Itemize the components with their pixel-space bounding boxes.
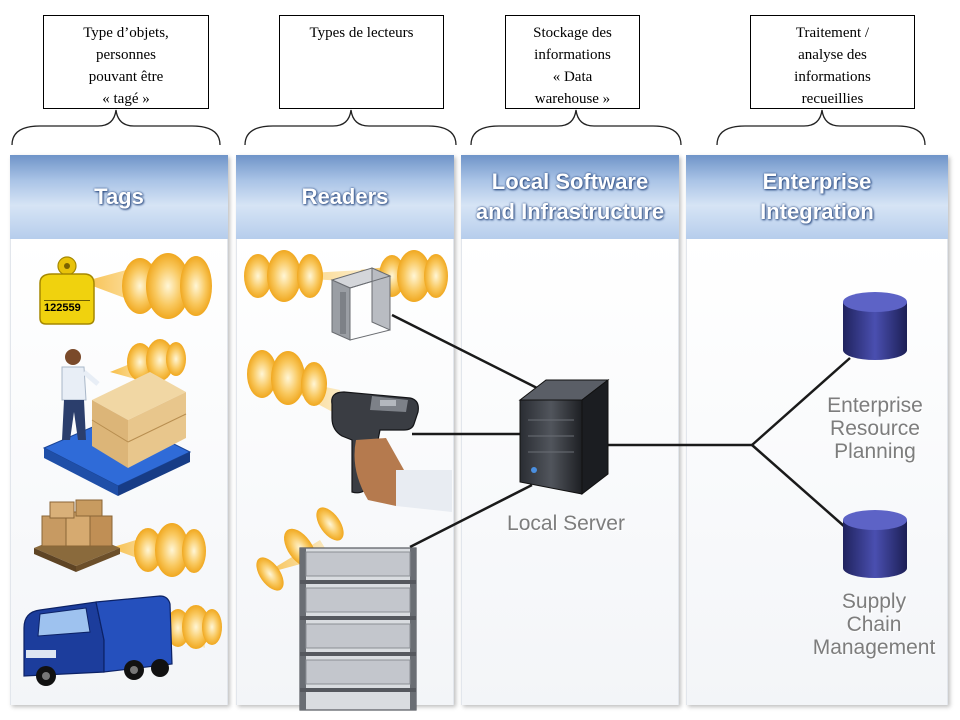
server-label: Local Server bbox=[507, 512, 625, 535]
column-header-readers: Readers bbox=[236, 155, 454, 239]
link-shelf-server bbox=[409, 483, 533, 549]
column-header-tags: Tags bbox=[10, 155, 228, 239]
shelf-reader-icon bbox=[299, 547, 417, 711]
truck-icon bbox=[23, 595, 173, 686]
scm-label: Supply Chain Management bbox=[812, 590, 936, 659]
server-icon bbox=[518, 378, 610, 496]
rf-signal-icon bbox=[82, 253, 212, 319]
link-hub-scm bbox=[751, 444, 846, 528]
annotation-analysis: Traitement / analyse des informations re… bbox=[750, 15, 915, 109]
annotation-tags: Type d’objets, personnes pouvant être « … bbox=[43, 15, 209, 109]
rf-signal-icon bbox=[247, 350, 340, 416]
erp-label: Enterprise Resource Planning bbox=[827, 394, 923, 463]
brace-tags bbox=[11, 109, 221, 146]
worker-pallet-icon bbox=[42, 349, 192, 496]
brace-readers bbox=[244, 109, 457, 146]
boxes-pallet-icon bbox=[34, 499, 120, 572]
link-hub-erp bbox=[751, 357, 851, 446]
tag-number: 122559 bbox=[44, 302, 81, 314]
ear-tag-icon bbox=[39, 256, 95, 325]
rf-signal-icon bbox=[150, 605, 222, 649]
portal-reader-icon bbox=[330, 267, 392, 341]
column-header-local-software: Local Software and Infrastructure bbox=[461, 155, 679, 239]
column-enterprise: Enterprise Integration bbox=[686, 155, 948, 705]
link-portal-server bbox=[391, 313, 546, 394]
handheld-scanner-icon bbox=[331, 391, 452, 512]
rf-signal-icon bbox=[110, 523, 206, 577]
brace-enterprise bbox=[716, 109, 926, 146]
column-header-enterprise: Enterprise Integration bbox=[686, 155, 948, 239]
brace-local-software bbox=[470, 109, 682, 146]
database-icon bbox=[843, 292, 907, 360]
annotation-storage: Stockage des informations « Data warehou… bbox=[505, 15, 640, 109]
database-icon bbox=[843, 510, 907, 578]
annotation-readers: Types de lecteurs bbox=[279, 15, 444, 109]
connector-lines bbox=[391, 313, 851, 549]
